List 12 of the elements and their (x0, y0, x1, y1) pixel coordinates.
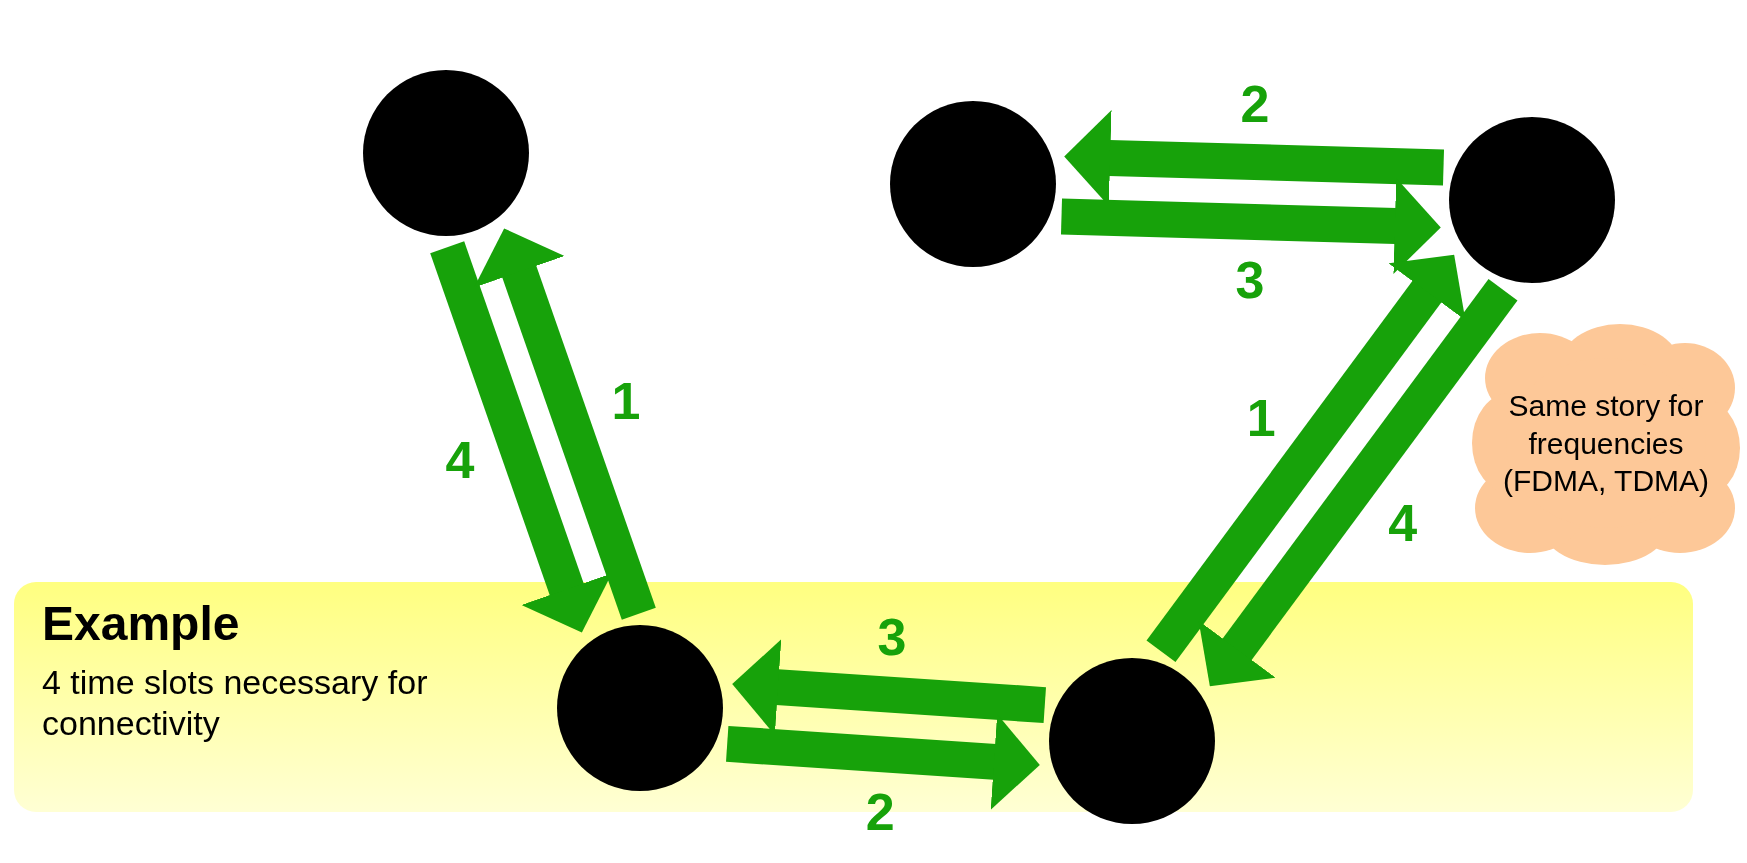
body-text: 4 time slots necessary for connectivity (42, 662, 429, 744)
edge-label: 4 (445, 433, 475, 486)
edge-label: 3 (877, 610, 907, 663)
edge-label: 4 (1388, 496, 1418, 549)
edge-label: 1 (1246, 392, 1276, 445)
edge-label: 2 (865, 786, 895, 839)
arrow (474, 228, 656, 620)
callout-text: Same story for frequencies (FDMA, TDMA) (1501, 387, 1711, 499)
edge-label: 2 (1240, 78, 1270, 131)
heading: Example (42, 596, 240, 651)
edge-label: 1 (611, 375, 641, 428)
edge-label: 3 (1235, 253, 1265, 306)
